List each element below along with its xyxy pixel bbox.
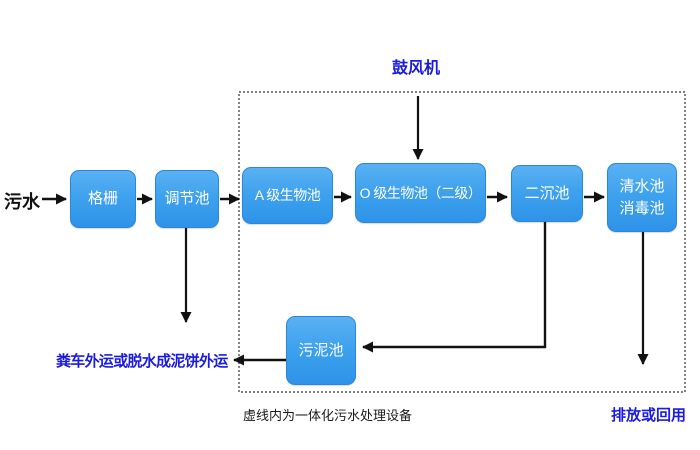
node-a-bio-tank: A 级生物池 (242, 167, 333, 224)
node-sludge-tank-label: 污泥池 (298, 341, 344, 359)
node-secondary-sedimentation-tank: 二沉池 (511, 165, 583, 222)
arrow-sedimentation-to-sludge (362, 222, 547, 353)
node-grid-label: 格栅 (87, 190, 118, 208)
node-a-bio-tank-label: A 级生物池 (254, 187, 321, 204)
node-sludge-tank: 污泥池 (286, 316, 356, 385)
boundary-caption: 虚线内为一体化污水处理设备 (243, 408, 413, 423)
node-o-bio-tank: O 级生物池（二级） (355, 163, 486, 223)
node-grid: 格栅 (70, 170, 136, 228)
node-regulation-tank-label: 调节池 (164, 190, 210, 208)
node-regulation-tank: 调节池 (155, 170, 219, 228)
integrated-equipment-boundary (238, 91, 686, 393)
node-clear-water-disinfection-tank: 清水池 消毒池 (607, 163, 677, 232)
node-clear-water-label: 清水池 (619, 177, 665, 195)
discharge-reuse-label: 排放或回用 (611, 407, 687, 424)
sludge-outbound-label: 粪车外运或脱水成泥饼外运 (56, 353, 228, 370)
blower-label: 鼓风机 (392, 60, 441, 77)
influent-label: 污水 (4, 192, 40, 212)
node-secondary-sedimentation-label: 二沉池 (524, 184, 570, 202)
node-disinfection-label: 消毒池 (619, 199, 665, 217)
node-o-bio-tank-label: O 级生物池（二级） (359, 184, 482, 201)
